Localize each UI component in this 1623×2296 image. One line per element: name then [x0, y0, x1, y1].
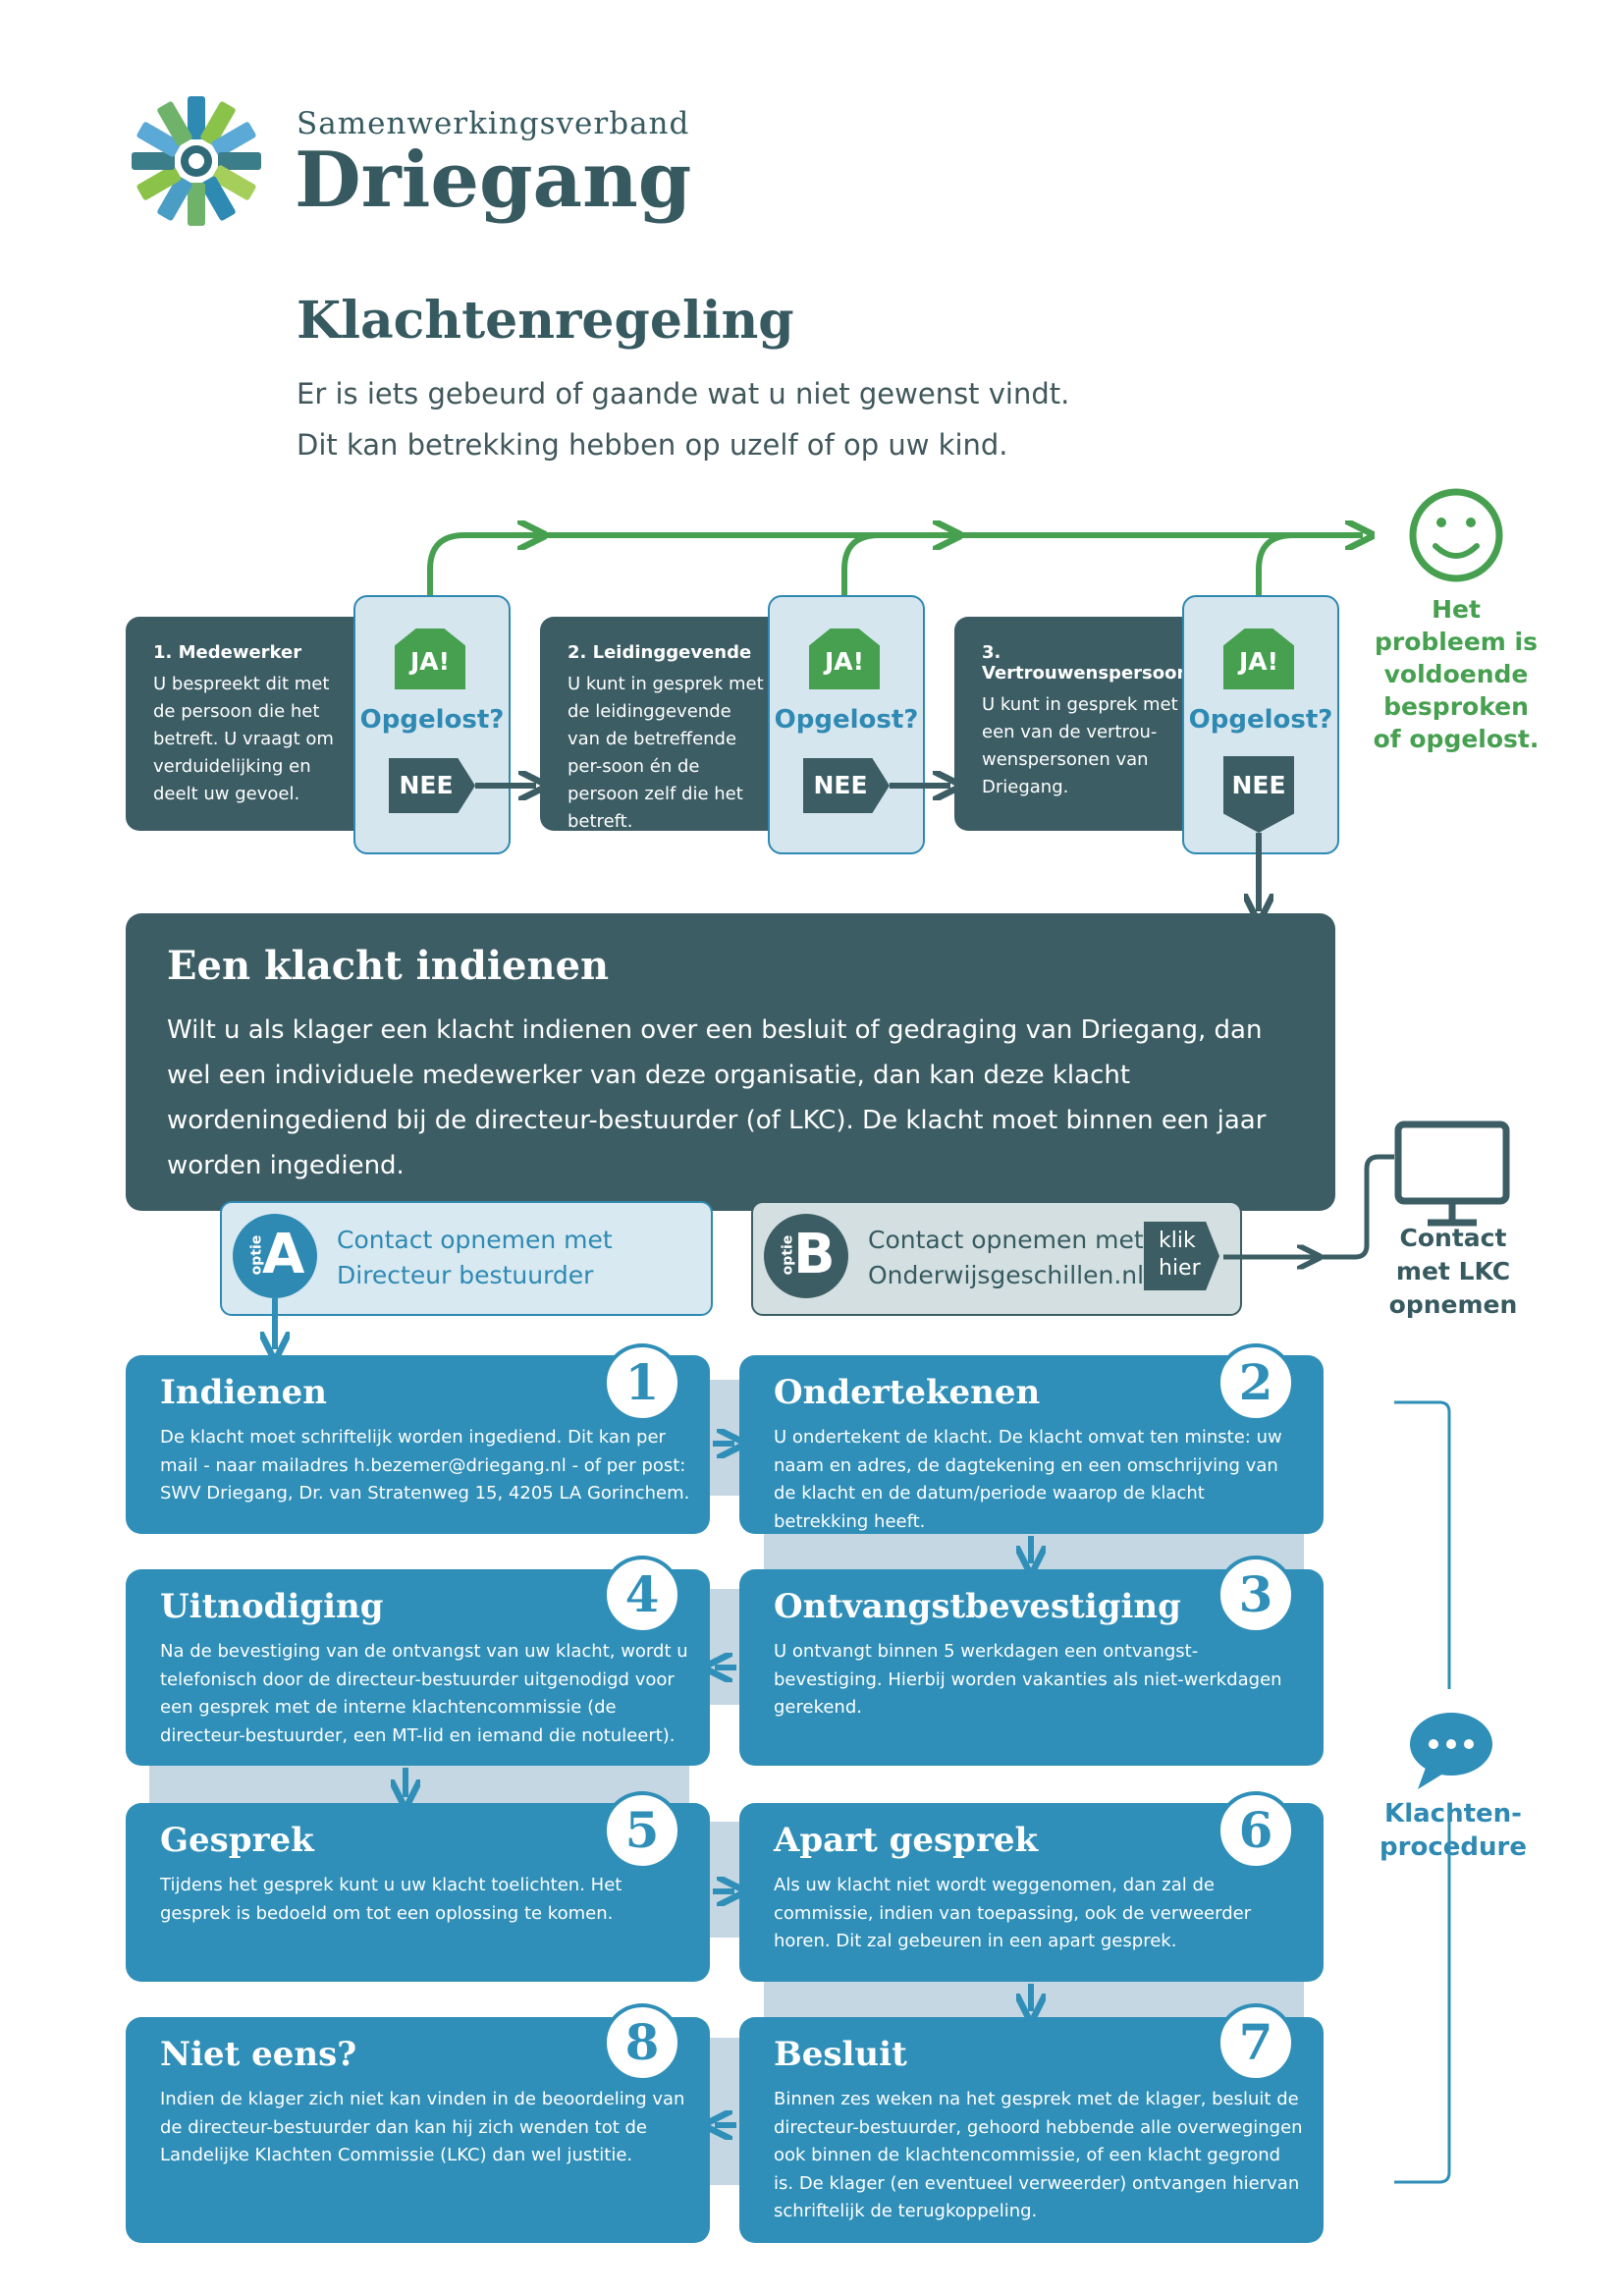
- step-title: 2. Leidinggevende: [568, 642, 752, 663]
- ja-tag: JA!: [395, 629, 465, 689]
- step-number-7: 7: [1217, 2003, 1295, 2082]
- step-text: U bespreekt dit met de persoon die het b…: [153, 674, 334, 804]
- procedure-text: U ontvangt binnen 5 werkdagen een ontvan…: [774, 1641, 1282, 1718]
- opgelost-label: Opgelost?: [774, 705, 919, 735]
- option-b-text: Contact opnemen met Onderwijsgeschillen.…: [868, 1226, 1145, 1289]
- procedure-title: Gesprek: [160, 1821, 314, 1860]
- brand-name: Driegang: [295, 136, 692, 225]
- monitor-icon: [1394, 1121, 1510, 1227]
- step-title: 1. Medewerker: [153, 642, 302, 663]
- step-number-5: 5: [603, 1791, 681, 1870]
- procedure-title: Ondertekenen: [774, 1373, 1041, 1412]
- page-title: Klachtenregeling: [297, 291, 794, 351]
- option-letter: A: [262, 1223, 305, 1286]
- procedure-text: Indien de klager zich niet kan vinden in…: [160, 2089, 685, 2165]
- procedure-bracket: [1394, 1400, 1451, 1689]
- yes-line-4: [1256, 532, 1294, 595]
- step-card-leidinggevende: 2. Leidinggevende U kunt in gesprek met …: [540, 617, 795, 832]
- procedure-text: Na de bevestiging van de ontvangst van u…: [160, 1641, 688, 1746]
- klacht-title: Een klacht indienen: [167, 943, 610, 989]
- opgelost-label: Opgelost?: [359, 705, 505, 735]
- nee-tag: NEE: [1223, 756, 1294, 833]
- procedure-title: Ontvangstbevestiging: [774, 1587, 1181, 1626]
- procedure-text: Binnen zes weken na het gesprek met de k…: [774, 2089, 1303, 2221]
- option-b-badge: optie B: [764, 1214, 848, 1298]
- step-number-1: 1: [603, 1343, 681, 1422]
- step-number-4: 4: [603, 1556, 681, 1634]
- procedure-text: Tijdens het gesprek kunt u uw klacht toe…: [160, 1875, 622, 1924]
- procedure-title: Niet eens?: [160, 2035, 357, 2074]
- intro-text: Er is iets gebeurd of gaande wat u niet …: [297, 368, 1069, 470]
- option-letter: B: [793, 1223, 836, 1286]
- option-a-text: Contact opnemen met Directeur bestuurder: [337, 1226, 613, 1289]
- step-number-8: 8: [603, 2003, 681, 2082]
- ja-tag: JA!: [809, 629, 880, 689]
- step-number-6: 6: [1217, 1791, 1295, 1870]
- step-card-medewerker: 1. Medewerker U bespreekt dit met de per…: [126, 617, 381, 831]
- klacht-text: Wilt u als klager een klacht indienen ov…: [167, 1015, 1267, 1180]
- opgelost-label: Opgelost?: [1188, 705, 1333, 735]
- smiley-icon: [1409, 488, 1503, 582]
- ja-tag: JA!: [1223, 629, 1294, 689]
- intro-line-1: Er is iets gebeurd of gaande wat u niet …: [297, 377, 1070, 410]
- klik-hier-button[interactable]: klik hier: [1144, 1222, 1219, 1290]
- step-text: U kunt in gesprek met de leidinggevende …: [568, 674, 764, 832]
- lkc-label: Contact met LKC opnemen: [1388, 1224, 1518, 1319]
- intro-line-2: Dit kan betrekking hebben op uzelf of op…: [297, 428, 1008, 462]
- speech-bubble-icon: [1410, 1713, 1492, 1789]
- procedure-text: De klacht moet schriftelijk worden inged…: [160, 1427, 690, 1503]
- procedure-title: Apart gesprek: [774, 1821, 1039, 1860]
- procedure-text: U ondertekent de klacht. De klacht omvat…: [774, 1427, 1282, 1532]
- logo-flower-icon: [132, 96, 261, 226]
- step-number-2: 2: [1217, 1343, 1295, 1422]
- klachtenprocedure-label: Klachten-procedure: [1380, 1799, 1527, 1862]
- option-a-badge: optie A: [233, 1214, 317, 1298]
- step-text: U kunt in gesprek met een van de vertrou…: [982, 694, 1178, 797]
- nee-tag: NEE: [389, 758, 475, 813]
- yes-line-1: [427, 535, 535, 595]
- procedure-text: Als uw klacht niet wordt weggenomen, dan…: [774, 1875, 1252, 1951]
- nee-tag: NEE: [803, 758, 890, 813]
- yes-line-2: [841, 532, 880, 595]
- step-number-3: 3: [1217, 1556, 1295, 1634]
- procedure-card-6: Apart gesprek Als uw klacht niet wordt w…: [739, 1803, 1324, 1982]
- brand-subtitle: Samenwerkingsverband: [297, 106, 690, 141]
- step-card-vertrouwenspersoon: 3. Vertrouwenspersoon U kunt in gesprek …: [954, 617, 1210, 831]
- step-title: 3. Vertrouwenspersoon: [982, 642, 1190, 683]
- procedure-title: Uitnodiging: [160, 1587, 384, 1626]
- procedure-title: Besluit: [774, 2035, 907, 2074]
- logo: [130, 94, 263, 228]
- klacht-indienen-box: Een klacht indienen Wilt u als klager ee…: [126, 913, 1335, 1211]
- outcome-text: Het probleem is voldoende besproken of o…: [1373, 595, 1540, 753]
- procedure-title: Indienen: [160, 1373, 328, 1412]
